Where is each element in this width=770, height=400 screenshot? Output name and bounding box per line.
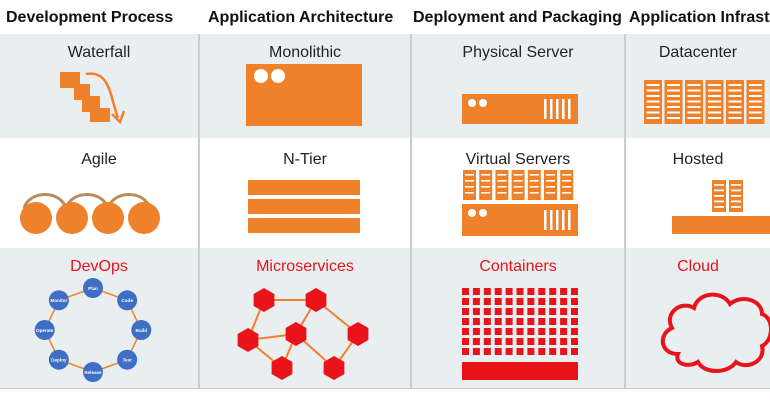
svg-text:Monitor: Monitor	[50, 298, 67, 303]
datacenter-icon	[644, 80, 765, 124]
microservice-node	[253, 288, 275, 312]
devops-step-plan: Plan	[83, 278, 103, 298]
microservice-node	[271, 356, 293, 380]
row-traditional	[0, 34, 770, 138]
bottom-divider	[0, 388, 770, 389]
row-intermediate	[0, 140, 770, 246]
svg-text:Operate: Operate	[36, 328, 54, 333]
svg-text:Release: Release	[84, 370, 102, 375]
cloud-icon	[661, 292, 770, 373]
svg-text:Build: Build	[136, 328, 148, 333]
devops-step-code: Code	[117, 290, 138, 311]
devops-step-deploy: Deploy	[48, 349, 69, 370]
header-application-infrastructure: Application Infrast	[629, 9, 770, 26]
waterfall-icon	[60, 72, 126, 125]
label-virtual-servers: Virtual Servers	[465, 151, 571, 168]
header-deployment-packaging: Deployment and Packaging	[413, 9, 622, 26]
column-divider	[624, 34, 626, 388]
hosted-icon	[672, 180, 770, 234]
label-ntier: N-Tier	[283, 151, 327, 168]
label-hosted: Hosted	[672, 151, 724, 168]
devops-step-monitor: Monitor	[48, 290, 69, 311]
label-devops: DevOps	[70, 258, 128, 275]
label-containers: Containers	[479, 258, 557, 275]
monolithic-icon	[246, 64, 362, 126]
label-datacenter: Datacenter	[658, 44, 738, 61]
virtual-servers-icon	[462, 170, 578, 236]
microservice-node	[285, 322, 307, 346]
svg-text:Code: Code	[121, 298, 133, 303]
header-application-architecture: Application Architecture	[208, 9, 394, 26]
devops-step-test: Test	[117, 349, 138, 370]
label-cloud: Cloud	[677, 258, 719, 275]
devops-step-operate: Operate	[34, 320, 55, 340]
label-physical-server: Physical Server	[462, 44, 574, 61]
label-waterfall: Waterfall	[67, 44, 131, 61]
column-divider	[410, 34, 412, 388]
devops-step-release: Release	[83, 362, 103, 382]
physical-server-icon	[462, 94, 578, 124]
containers-icon	[462, 288, 578, 380]
microservice-node	[305, 288, 327, 312]
microservice-node	[237, 328, 259, 352]
label-microservices: Microservices	[256, 258, 354, 275]
svg-text:Test: Test	[123, 357, 133, 362]
microservice-node	[323, 356, 345, 380]
svg-text:Deploy: Deploy	[51, 357, 67, 362]
label-agile: Agile	[81, 151, 117, 168]
microservices-icon	[237, 288, 369, 380]
column-divider	[198, 34, 200, 388]
label-monolithic: Monolithic	[268, 44, 342, 61]
devops-step-build: Build	[131, 320, 152, 340]
header-development-process: Development Process	[6, 9, 174, 26]
microservice-node	[347, 322, 369, 346]
svg-text:Plan: Plan	[88, 286, 98, 291]
agile-icon	[20, 193, 160, 234]
ntier-icon	[248, 180, 360, 233]
